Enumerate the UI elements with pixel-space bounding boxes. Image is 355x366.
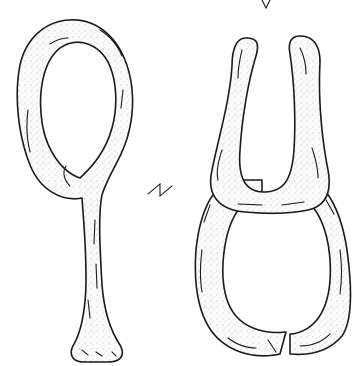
left-loop-stem-figure bbox=[17, 20, 132, 362]
right-double-loop-figure bbox=[195, 36, 350, 356]
corner-tick-mark bbox=[262, 0, 270, 8]
tilde-mark bbox=[148, 184, 172, 196]
